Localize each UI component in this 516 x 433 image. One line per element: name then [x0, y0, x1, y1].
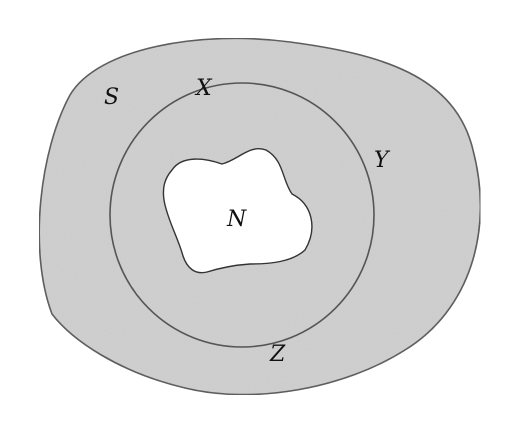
label-s: S: [104, 85, 119, 110]
boundary-circle: [109, 82, 375, 348]
label-n: N: [226, 207, 247, 232]
hole-region-n: [162, 148, 313, 274]
label-y: Y: [374, 148, 391, 173]
label-x: X: [194, 76, 213, 101]
label-z: Z: [269, 342, 286, 367]
